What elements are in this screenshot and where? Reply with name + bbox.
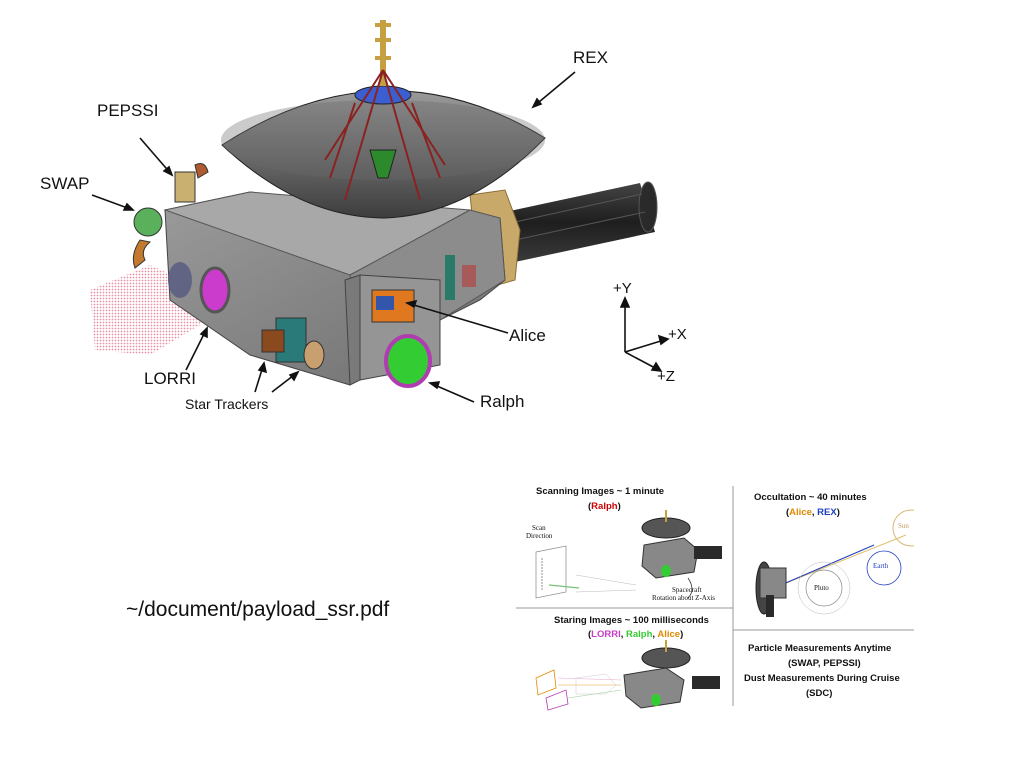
particle-line4: (SDC) xyxy=(806,688,833,699)
sun-label: Sun xyxy=(898,522,909,530)
label-arrows xyxy=(91,71,576,403)
star-tracker-lens xyxy=(303,340,325,370)
label-lorri: LORRI xyxy=(144,369,196,388)
label-alice: Alice xyxy=(509,326,546,345)
staring-title: Staring Images ~ 100 milliseconds xyxy=(554,615,709,626)
panel-graphics xyxy=(516,486,914,711)
spacecraft-body xyxy=(163,191,506,386)
flag xyxy=(462,265,476,287)
inst-lorri-magenta: LORRI xyxy=(591,629,621,640)
swap-instrument xyxy=(132,207,163,269)
inst-alice-orange-2: Alice xyxy=(657,629,681,640)
axis-x-label: +X xyxy=(668,326,687,343)
inst-ralph-green: Ralph xyxy=(626,629,653,640)
paren-close: ) xyxy=(617,501,621,512)
staring-instruments: (LORRI, Ralph, Alice) xyxy=(588,629,684,640)
observation-modes-panel: Scanning Images ~ 1 minute (Ralph) Scan … xyxy=(516,480,914,712)
scanning-instruments: (Ralph) xyxy=(588,501,621,512)
axis-z-label: +Z xyxy=(657,368,675,385)
rtg xyxy=(505,181,658,262)
earth-label: Earth xyxy=(873,562,889,570)
high-gain-antenna xyxy=(221,20,546,219)
panel-teal xyxy=(445,255,455,300)
lorri-dark xyxy=(168,262,192,298)
lorri-aperture xyxy=(199,266,231,314)
spacecraft-diagram xyxy=(90,20,670,403)
pluto-label: Pluto xyxy=(814,584,829,592)
scan-direction-line2: Direction xyxy=(526,532,553,540)
star-tracker-2 xyxy=(261,329,285,353)
file-path-caption: ~/document/payload_ssr.pdf xyxy=(126,598,390,621)
axis-y-label: +Y xyxy=(613,280,632,297)
label-pepssi: PEPSSI xyxy=(97,101,159,120)
inst-rex-blue: REX xyxy=(817,507,837,518)
scanning-title: Scanning Images ~ 1 minute xyxy=(536,486,665,497)
particle-line2: (SWAP, PEPSSI) xyxy=(788,658,861,669)
ralph-aperture xyxy=(384,334,432,388)
scan-direction-line1: Scan xyxy=(532,524,546,532)
label-star-trackers: Star Trackers xyxy=(185,396,269,412)
label-swap: SWAP xyxy=(40,174,90,193)
axes-triad xyxy=(619,296,670,372)
occultation-title: Occultation ~ 40 minutes xyxy=(754,492,867,503)
spacecraft-rotation-line1: Spacecraft xyxy=(672,586,702,594)
inst-ralph-red: Ralph xyxy=(591,501,618,512)
paren-open: ( xyxy=(588,501,592,512)
occultation-instruments: (Alice, REX) xyxy=(786,507,840,518)
spacecraft-rotation-line2: Rotation about Z-Axis xyxy=(652,594,715,602)
particle-line1: Particle Measurements Anytime xyxy=(748,643,892,654)
alice-block xyxy=(376,296,394,310)
label-rex: REX xyxy=(573,48,608,67)
label-ralph: Ralph xyxy=(480,392,525,411)
inst-alice-orange: Alice xyxy=(789,507,812,518)
inst-sep: , xyxy=(811,507,818,518)
pepssi-instrument xyxy=(174,163,209,203)
particle-line3: Dust Measurements During Cruise xyxy=(744,673,900,684)
